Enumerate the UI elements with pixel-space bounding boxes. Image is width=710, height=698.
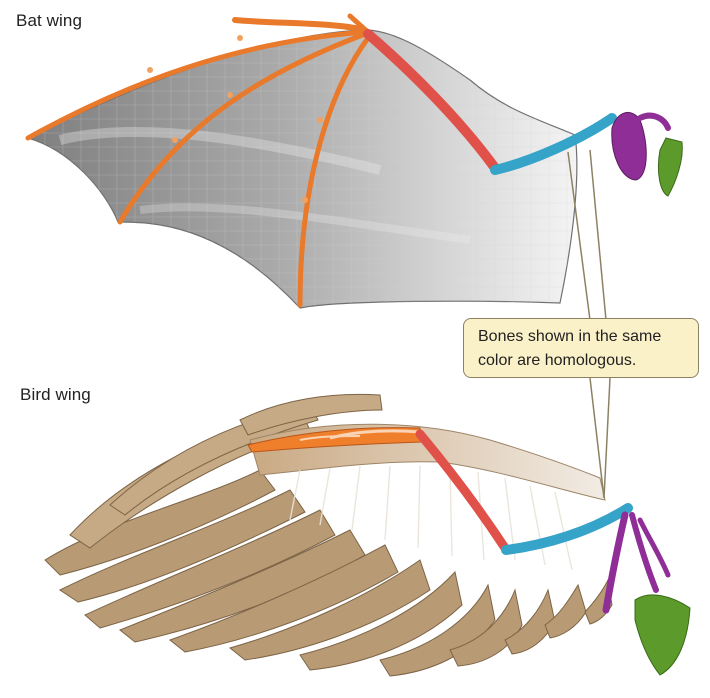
bird-wing-label: Bird wing	[20, 385, 91, 405]
callout-line-2: color are homologous.	[478, 349, 688, 373]
callout-line-1: Bones shown in the same	[478, 325, 688, 349]
homology-callout: Bones shown in the same color are homolo…	[463, 318, 699, 378]
bird-humerus	[506, 508, 628, 550]
bird-wing	[45, 394, 690, 676]
bat-shoulder-bone	[612, 112, 646, 180]
bat-wing	[28, 16, 682, 308]
bat-scapula	[658, 138, 682, 196]
bird-sternum	[635, 595, 690, 675]
bat-wing-label: Bat wing	[16, 11, 82, 31]
